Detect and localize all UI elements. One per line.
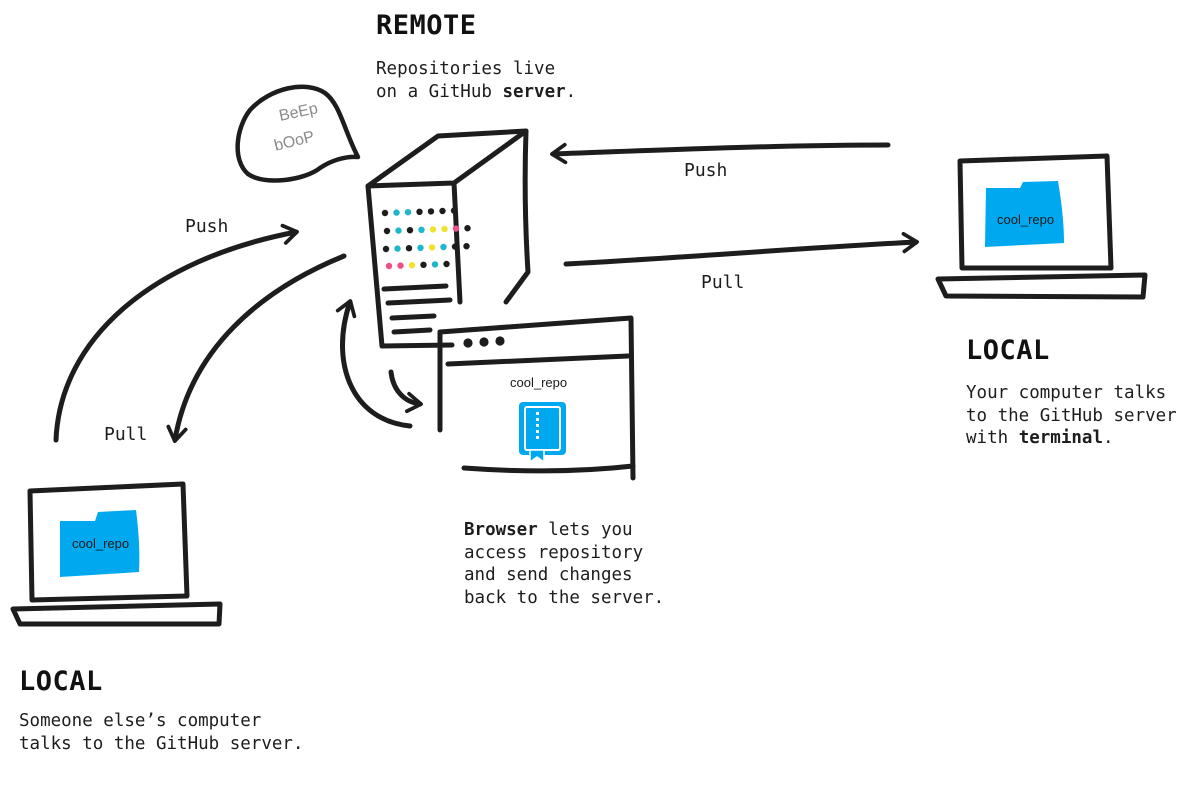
status-light: [420, 261, 427, 268]
status-light: [405, 245, 413, 252]
repo-book-icon: [519, 402, 566, 464]
label-push-left: Push: [185, 216, 229, 237]
laptop-right: [935, 153, 1148, 300]
remote-description-text: .: [565, 81, 577, 102]
status-light: [427, 208, 435, 215]
local-left-heading: LOCAL: [19, 666, 103, 697]
status-light: [395, 227, 402, 234]
status-light: [385, 262, 393, 270]
arrow-push-to-remote-left: [53, 223, 299, 443]
status-light: [452, 225, 460, 232]
browser-description-line: back to the server.: [464, 587, 665, 608]
status-light: [406, 227, 414, 234]
local-right-description-line: Your computer talks: [966, 383, 1167, 403]
remote-description-bold: server: [502, 81, 566, 102]
browser-description-line: and send changes: [464, 565, 633, 585]
server-status-lights: [381, 207, 471, 270]
browser-description-line: Browser lets you: [464, 519, 664, 542]
status-light: [382, 245, 390, 253]
status-light: [431, 261, 439, 268]
arrow-pull-to-local-right: [563, 231, 919, 267]
remote-description: Repositories live on a GitHub server.: [376, 58, 576, 103]
status-light: [428, 244, 436, 251]
status-light: [463, 243, 470, 250]
laptop-left: [10, 481, 223, 627]
status-light: [440, 243, 447, 251]
status-light: [404, 209, 412, 216]
speech-bubble: [235, 84, 361, 183]
status-light: [416, 208, 423, 215]
status-light: [451, 243, 459, 250]
local-right-description: Your computer talks to the GitHub server…: [966, 382, 1177, 450]
browser-description-text: lets you: [537, 520, 633, 540]
status-light: [464, 225, 471, 232]
folder-label-left: cool_repo: [72, 536, 130, 551]
label-push-right: Push: [684, 160, 728, 181]
browser-description-line: access repository: [464, 542, 644, 563]
remote-description-text: on a GitHub: [376, 81, 503, 102]
local-right-heading: LOCAL: [966, 335, 1050, 366]
arrow-pull-to-local-left: [166, 253, 347, 443]
status-light: [429, 226, 437, 233]
local-left-description: Someone else’s computer talks to the Git…: [19, 710, 303, 755]
status-light: [441, 225, 448, 233]
browser-window-dots: [463, 336, 505, 348]
remote-description-line: Repositories live: [376, 59, 556, 79]
status-light: [439, 207, 446, 215]
status-light: [408, 262, 416, 269]
remote-description-line: on a GitHub server.: [376, 81, 576, 104]
arrow-push-to-remote-right: [550, 142, 891, 165]
arrow-browser-to-server: [335, 299, 413, 429]
status-light: [394, 245, 401, 252]
status-light: [383, 227, 391, 235]
status-light: [381, 209, 389, 217]
browser-window: [437, 315, 636, 481]
local-right-description-line: to the GitHub server: [966, 405, 1177, 426]
label-pull-right: Pull: [701, 272, 745, 293]
remote-heading: REMOTE: [376, 10, 477, 41]
local-right-description-text: with: [966, 428, 1019, 448]
status-light: [397, 262, 404, 269]
local-right-description-bold: terminal: [1018, 428, 1103, 448]
local-left-description-line: Someone else’s computer: [19, 711, 262, 731]
folder-label-right: cool_repo: [997, 212, 1055, 227]
local-right-description-text: .: [1102, 428, 1114, 448]
status-light: [418, 226, 425, 233]
local-left-description-line: talks to the GitHub server.: [19, 733, 304, 754]
status-light: [393, 209, 400, 216]
label-pull-left: Pull: [104, 424, 148, 445]
browser-title: cool_repo: [510, 375, 568, 390]
status-light: [443, 260, 450, 268]
arrow-server-to-browser: [388, 369, 423, 414]
local-right-description-line: with terminal.: [966, 427, 1177, 450]
status-light: [450, 207, 458, 214]
browser-description-bold: Browser: [464, 520, 538, 540]
server-icon: [365, 128, 531, 349]
status-light: [417, 244, 424, 251]
browser-description: Browser lets you access repository and s…: [464, 519, 664, 609]
